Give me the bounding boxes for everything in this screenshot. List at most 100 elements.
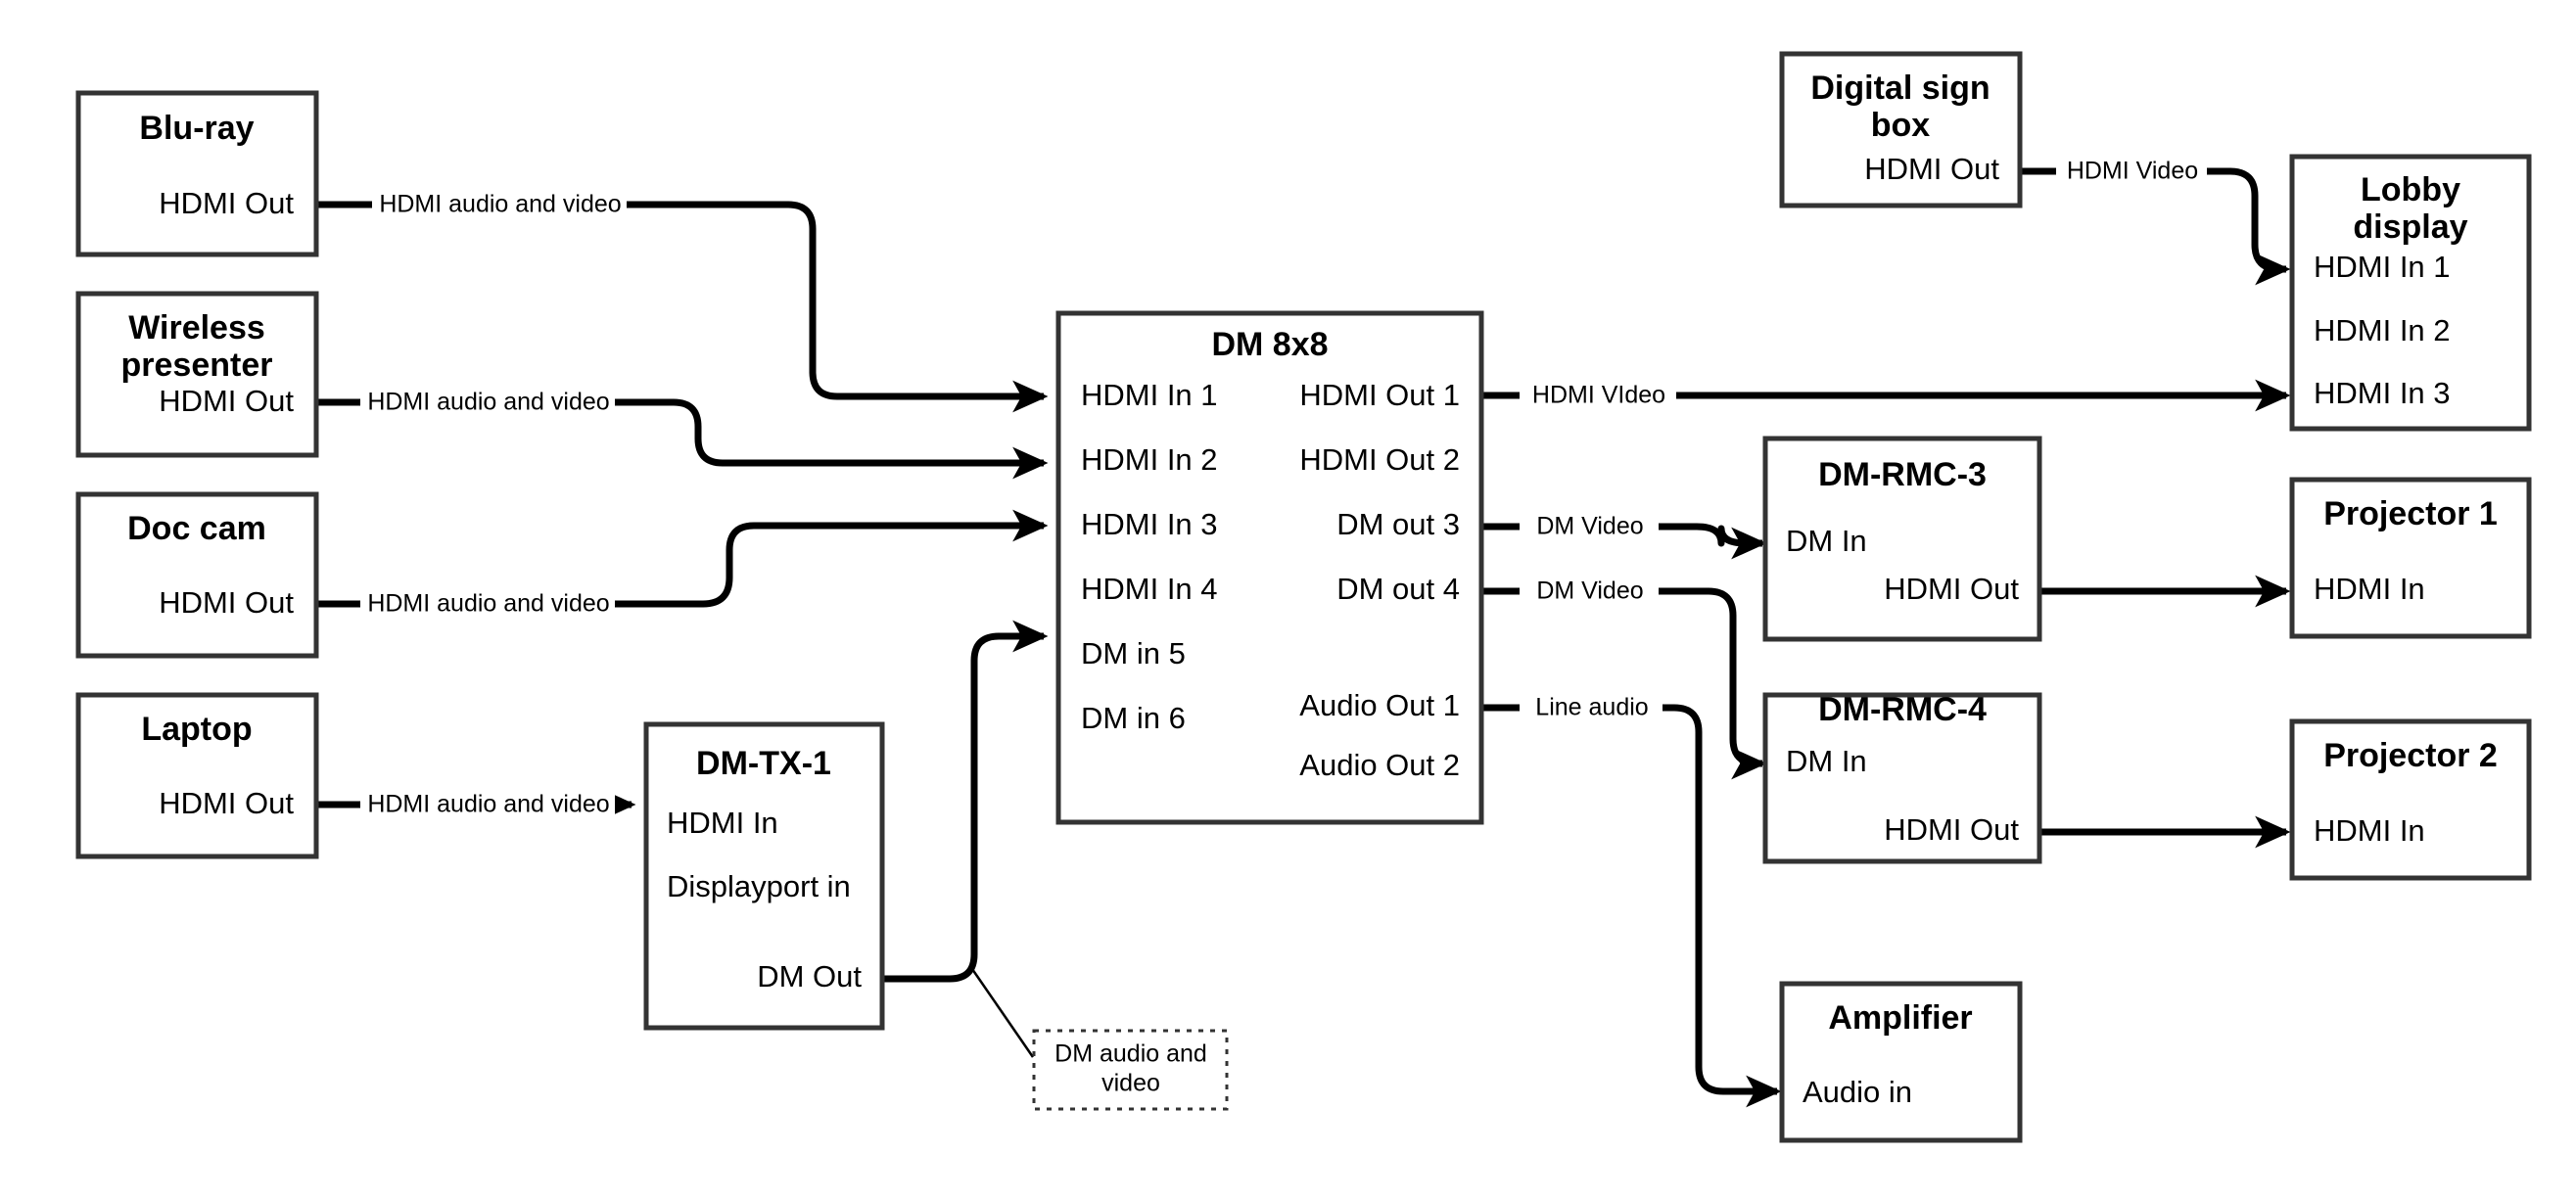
dm-rmc-3-title: DM-RMC-3 [1818,456,1987,493]
dm-tx-1-title: DM-TX-1 [696,745,831,782]
node-lobby-display[interactable]: Lobby display HDMI In 1 HDMI In 2 HDMI I… [2289,154,2532,432]
wire-dmtx1-to-dm8x8-dm-in-5 [882,620,1049,983]
dm-8x8-output-audio-out-2: Audio Out 2 [1299,748,1460,782]
edge-label-wireless-bg [362,385,615,420]
edge-label-sign-text: HDMI Video [2067,158,2198,185]
edge-label-doccam-text: HDMI audio and video [367,590,609,618]
edge-label-hdmiout1-text: HDMI VIdeo [1532,382,1665,409]
dm-tx-1-box[interactable] [643,721,885,1031]
doc-cam-box[interactable] [75,491,319,659]
node-digital-sign-box[interactable]: Digital sign box HDMI Out [1779,51,2023,208]
laptop-box[interactable] [75,692,319,859]
doc-cam-title: Doc cam [127,510,266,547]
dm-8x8-input-hdmi-in-1: HDMI In 1 [1081,378,1218,412]
lobby-display-port-hdmi-in-2: HDMI In 2 [2314,313,2451,347]
dm-tx-1-port-hdmi-in: HDMI In [667,806,778,840]
amplifier-port-audio-in: Audio in [1803,1075,1912,1109]
wire-wireless-to-dm8x8-hdmi-in-2 [612,398,1049,480]
dm-rmc-4-port-hdmi-out: HDMI Out [1884,812,2019,847]
dm-rmc-3-port-hdmi-out: HDMI Out [1884,572,2019,606]
projector-2-port-hdmi-in: HDMI In [2314,813,2425,848]
node-dm-tx-1[interactable]: DM-TX-1 HDMI In Displayport in DM Out [643,721,885,1031]
dm-rmc-3-box[interactable] [1762,436,2042,642]
node-wireless-presenter[interactable]: Wireless presenter HDMI Out [75,291,319,458]
dm-rmc-4-title: DM-RMC-4 [1818,691,1987,728]
edge-label-doccam: HDMI audio and video [362,586,615,622]
bluray-box[interactable] [75,90,319,257]
node-amplifier[interactable]: Amplifier Audio in [1779,981,2023,1143]
edge-label-laptop-text: HDMI audio and video [367,791,609,818]
bluray-title: Blu-ray [139,110,254,147]
amplifier-title: Amplifier [1828,999,1972,1037]
lobby-display-title-line1: Lobby [2361,171,2460,208]
dm-8x8-output-dm-out-3: DM out 3 [1336,507,1460,541]
bluray-port-hdmi-out: HDMI Out [159,186,294,220]
lobby-display-box[interactable] [2289,154,2532,432]
amplifier-box[interactable] [1779,981,2023,1143]
wireless-presenter-port-hdmi-out: HDMI Out [159,384,294,418]
edge-label-hdmiout1-bg [1522,378,1676,413]
laptop-title: Laptop [141,711,252,748]
node-bluray[interactable]: Blu-ray HDMI Out [75,90,319,257]
callout-box [1032,1029,1229,1111]
edge-label-audioout1-text: Line audio [1535,694,1648,721]
callout-dm-audio-and-video: DM audio and video [1032,1029,1229,1111]
node-projector-2[interactable]: Projector 2 HDMI In [2289,718,2532,881]
node-dm-rmc-3[interactable]: DM-RMC-3 DM In HDMI Out [1762,436,2042,642]
edge-label-bluray-bg [374,187,627,222]
callout-text-line1: DM audio and [1054,1040,1207,1068]
dm-8x8-title: DM 8x8 [1211,326,1328,363]
wireless-presenter-title-line2: presenter [121,346,273,384]
edge-label-laptop: HDMI audio and video [362,787,615,822]
edge-label-wireless: HDMI audio and video [362,385,615,420]
dm-8x8-output-dm-out-4: DM out 4 [1336,572,1460,606]
dm-rmc-4-port-dm-in: DM In [1786,744,1867,778]
node-doc-cam[interactable]: Doc cam HDMI Out [75,491,319,659]
wire-bluray-to-dm8x8-hdmi-in-1 [627,201,1049,413]
dm-8x8-input-dm-in-6: DM in 6 [1081,701,1186,735]
dm-8x8-input-hdmi-in-4: HDMI In 4 [1081,572,1218,606]
edge-label-dmout4-text: DM Video [1536,577,1643,605]
dm-rmc-4-box[interactable] [1762,692,2042,864]
dm-tx-1-port-dm-out: DM Out [757,959,862,993]
wireless-presenter-box[interactable] [75,291,319,458]
edge-label-hdmi-out-1: HDMI VIdeo [1522,378,1676,413]
node-dm-rmc-4[interactable]: DM-RMC-4 DM In HDMI Out [1762,691,2042,864]
dm-8x8-input-dm-in-5: DM in 5 [1081,636,1186,670]
callout-text-line2: video [1101,1070,1160,1097]
projector-1-box[interactable] [2289,477,2532,639]
lobby-display-title-line2: display [2353,208,2467,246]
lobby-display-port-hdmi-in-3: HDMI In 3 [2314,376,2451,410]
dm-8x8-output-audio-out-1: Audio Out 1 [1299,688,1460,722]
node-projector-1[interactable]: Projector 1 HDMI In [2289,477,2532,639]
lobby-display-port-hdmi-in-1: HDMI In 1 [2314,250,2451,284]
projector-1-title: Projector 1 [2323,495,2498,532]
edge-label-wireless-text: HDMI audio and video [367,389,609,416]
dm-rmc-3-port-dm-in: DM In [1786,524,1867,558]
edge-label-audio-out-1: Line audio [1522,690,1663,725]
edge-label-sign-to-lobby: HDMI Video [2058,154,2207,189]
node-dm-8x8[interactable]: DM 8x8 HDMI In 1 HDMI In 2 HDMI In 3 HDM… [1055,310,1484,825]
edge-label-audioout1-bg [1522,690,1663,725]
projector-2-box[interactable] [2289,718,2532,881]
wire-dm8x8-dm-out-4-to-rmc4 [1658,587,1767,780]
edge-label-dmout3-bg [1522,509,1659,544]
wire-sign-to-lobby-hdmi-in-1 [2206,167,2291,286]
node-laptop[interactable]: Laptop HDMI Out [75,692,319,859]
dm-8x8-output-hdmi-out-2: HDMI Out 2 [1299,442,1460,477]
laptop-port-hdmi-out: HDMI Out [159,786,294,820]
edge-label-laptop-bg [362,787,615,822]
edge-label-bluray: HDMI audio and video [374,187,627,222]
callout-leader-line [970,968,1035,1058]
projector-2-title: Projector 2 [2323,737,2498,774]
digital-sign-box-title-line2: box [1871,107,1931,144]
digital-sign-box-title-line1: Digital sign [1810,69,1990,107]
dm-8x8-input-hdmi-in-2: HDMI In 2 [1081,442,1218,477]
digital-sign-box-box[interactable] [1779,51,2023,208]
wire-dm8x8-dm-out-3-to-rmc3 [1658,523,1767,560]
edge-label-dmout4-bg [1522,574,1659,609]
wire-dm8x8-audio-out-1-to-amplifier [1662,704,1782,1108]
dm-8x8-box[interactable] [1055,310,1484,825]
